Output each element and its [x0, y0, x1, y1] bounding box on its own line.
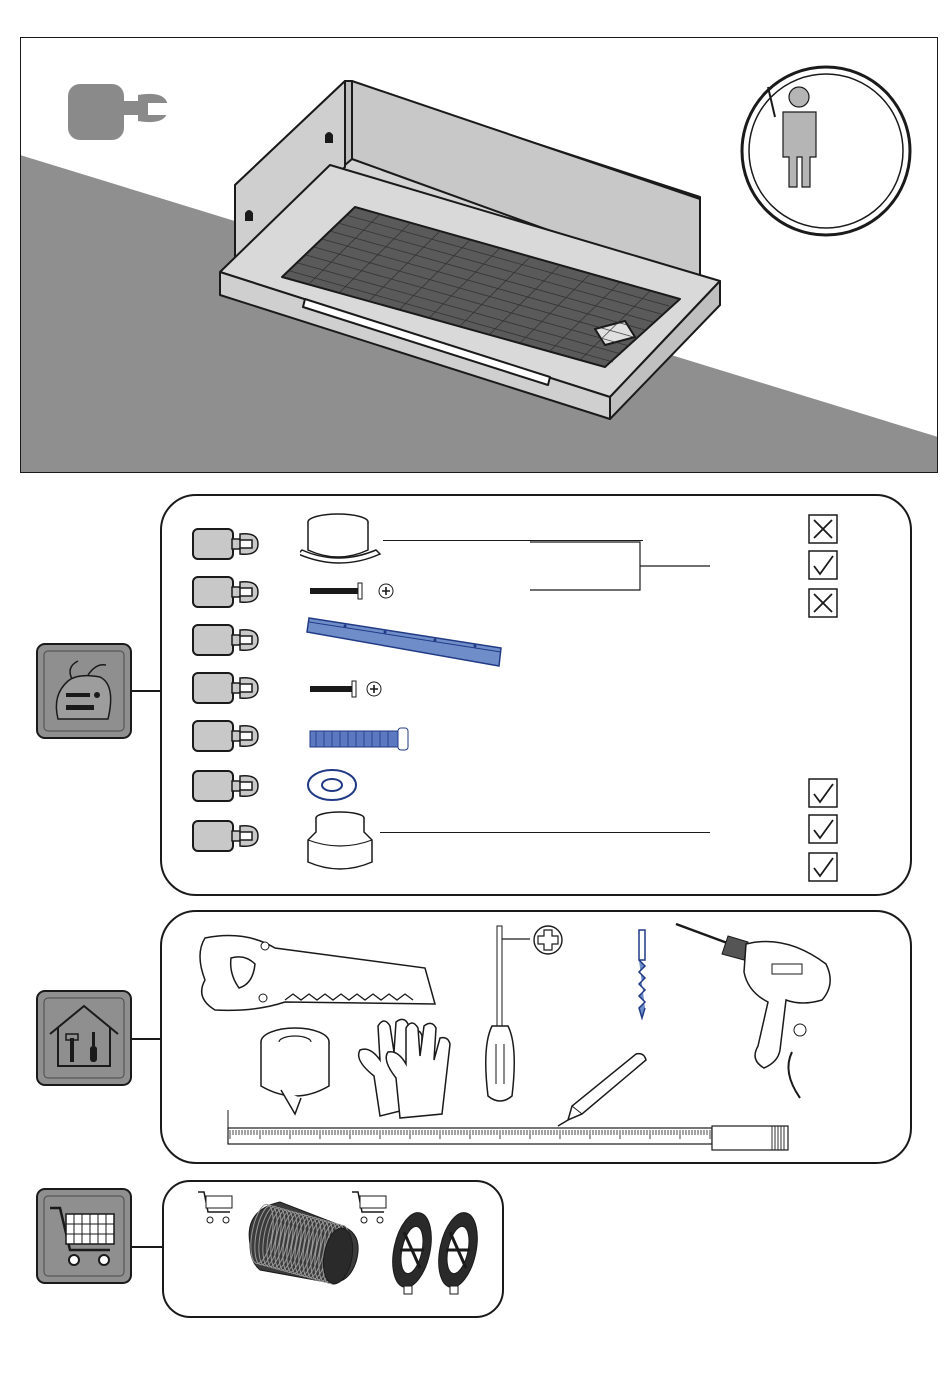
checkmark-box-icon [808, 778, 838, 808]
screw-long-icon [308, 580, 398, 602]
duct-collar-flange-icon [300, 510, 382, 570]
leader-lines [530, 540, 780, 600]
shopping-category-icon [36, 1188, 132, 1284]
measuring-tape-icon [224, 1108, 790, 1152]
adhesive-tape-icon [255, 1024, 335, 1118]
electric-drill-icon [672, 920, 842, 1100]
wall-plug-icon [308, 727, 412, 751]
checkmark-box-icon [808, 814, 838, 844]
part-tag-icon [192, 820, 260, 852]
drill-bit-icon [634, 928, 650, 1024]
part-tag-icon [192, 528, 260, 560]
part-tag-icon [192, 770, 260, 802]
cross-box-icon [808, 514, 838, 544]
phillips-head-icon [500, 925, 566, 957]
screw-short-icon [308, 678, 390, 700]
tools-category-icon [36, 990, 132, 1086]
parts-category-icon [36, 643, 132, 739]
part-tag-icon [192, 624, 260, 656]
saw-icon [195, 928, 440, 1020]
carbon-filter-icon [386, 1206, 484, 1298]
leader-line-bottom [380, 832, 710, 833]
hero-illustration [20, 37, 938, 473]
connector-line [132, 1038, 162, 1040]
part-tag-icon [192, 672, 260, 704]
checkmark-box-icon [808, 550, 838, 580]
installer-person-icon [742, 67, 910, 235]
part-tag-icon [192, 576, 260, 608]
part-tag-icon [192, 720, 260, 752]
connector-line [132, 690, 162, 692]
cart-small-icon [196, 1188, 236, 1228]
connector-line [132, 1246, 164, 1248]
leader-line-top [383, 540, 643, 541]
washer-icon [306, 768, 360, 802]
duct-reducer-icon [305, 810, 375, 876]
mounting-rail-icon [305, 616, 503, 670]
flexible-duct-hose-icon [238, 1194, 362, 1290]
cart-small-icon [350, 1188, 390, 1228]
gloves-icon [350, 1012, 460, 1122]
checkmark-box-icon [808, 852, 838, 882]
cross-box-icon [808, 588, 838, 618]
